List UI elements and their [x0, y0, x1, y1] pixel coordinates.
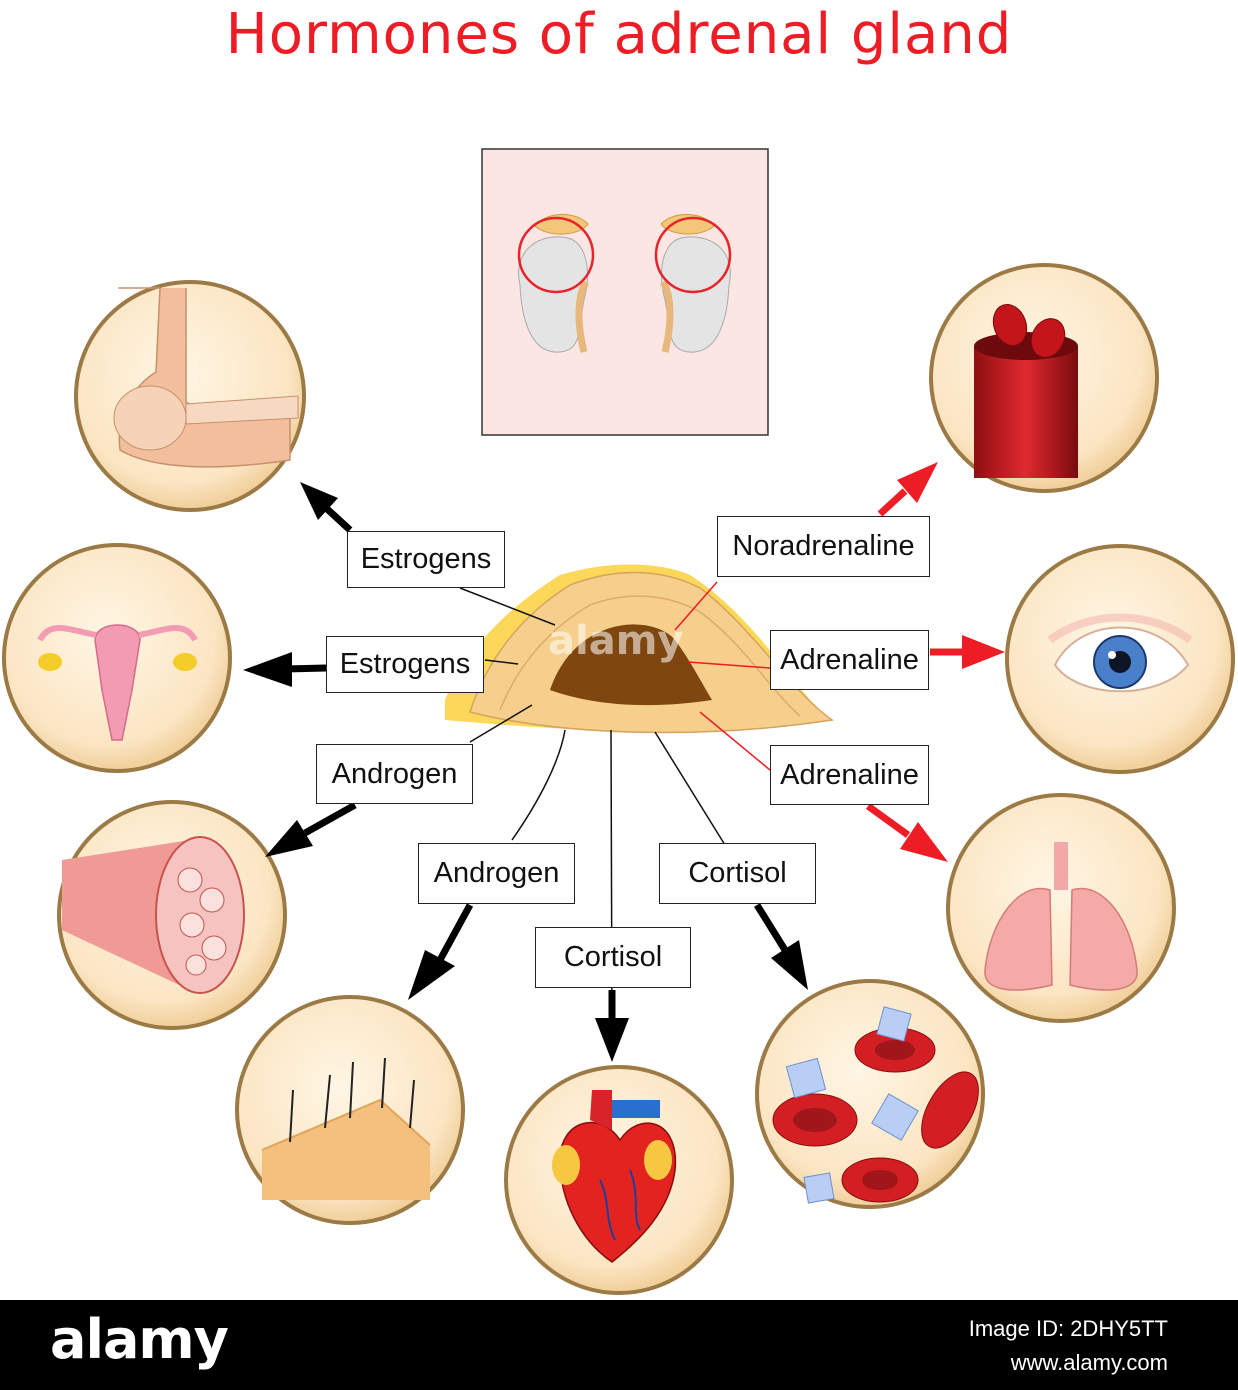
label-adrenaline-2: Adrenaline	[770, 745, 929, 805]
kidneys-adrenal-icon	[481, 148, 769, 436]
uterus-icon	[2, 543, 232, 773]
label-estrogens-1: Estrogens	[347, 531, 505, 588]
heart-icon	[504, 1065, 734, 1295]
leader-androgen-1	[469, 704, 533, 743]
elbow-joint-icon	[74, 280, 306, 512]
arrow-estrogens-1	[300, 482, 353, 533]
arrow-cortisol-2	[754, 903, 808, 990]
leader-cortisol-2	[654, 731, 726, 846]
adrenal-gland-icon	[445, 564, 834, 734]
leader-androgen-2	[511, 729, 566, 841]
footer-logo: alamy	[50, 1308, 229, 1371]
leader-estrogens-1	[459, 587, 556, 626]
site-url: www.alamy.com	[1010, 1350, 1168, 1375]
blood-cells-sugar-icon	[755, 979, 985, 1209]
watermark: alamy	[548, 618, 684, 664]
skin-hair-icon	[235, 995, 465, 1225]
blood-vessel-icon	[929, 263, 1159, 493]
lungs-icon	[946, 793, 1176, 1023]
label-adrenaline-1: Adrenaline	[770, 630, 929, 690]
label-cortisol-2: Cortisol	[659, 843, 816, 904]
leader-adrenaline-1	[687, 661, 771, 669]
label-cortisol-1: Cortisol	[535, 927, 691, 988]
label-estrogens-2: Estrogens	[326, 636, 484, 693]
footer-info: Image ID: 2DHY5TT www.alamy.com	[969, 1312, 1168, 1380]
leader-adrenaline-2	[699, 711, 771, 771]
footer-bar	[0, 1300, 1238, 1390]
image-id: Image ID: 2DHY5TT	[968, 1316, 1168, 1341]
arrow-androgen-2	[408, 903, 474, 1000]
leader-estrogens-2	[484, 659, 519, 665]
arrow-cortisol-1	[595, 990, 629, 1062]
red-leader-lines	[674, 581, 771, 771]
arrow-adrenaline-2	[865, 803, 948, 862]
page-title: Hormones of adrenal gland	[225, 2, 1013, 67]
eye-icon	[1005, 544, 1235, 774]
label-androgen-2: Androgen	[418, 843, 575, 904]
label-androgen-1: Androgen	[316, 744, 473, 804]
arrow-androgen-1	[265, 801, 357, 857]
red-arrows	[865, 462, 1005, 862]
muscle-fiber-icon	[57, 800, 287, 1030]
label-noradrenaline: Noradrenaline	[717, 516, 930, 577]
arrow-noradrenaline	[877, 462, 938, 517]
black-arrows	[243, 482, 808, 1062]
arrow-adrenaline-1	[930, 635, 1005, 669]
arrow-estrogens-2	[243, 652, 327, 687]
leader-noradrenaline	[674, 581, 718, 631]
